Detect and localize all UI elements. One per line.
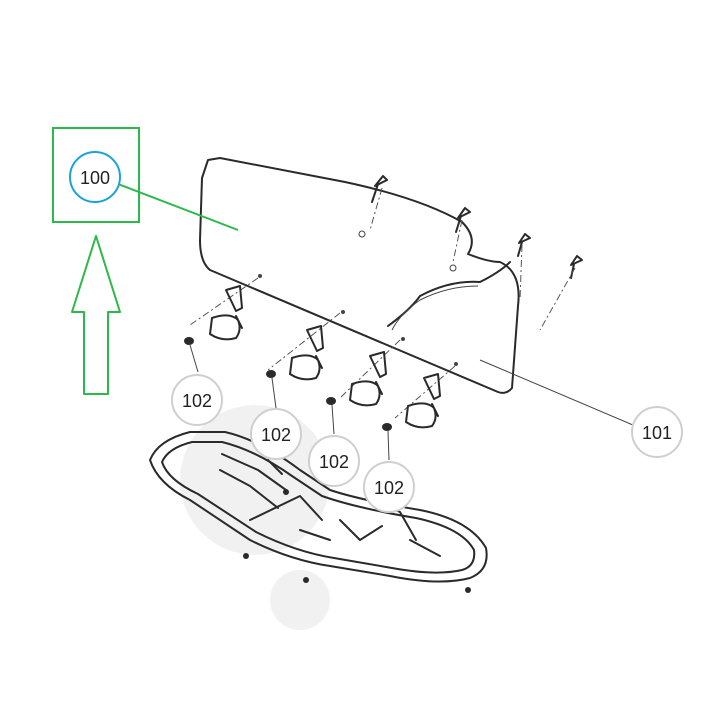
callout-102-a: 102 <box>171 374 223 426</box>
screw <box>517 233 531 257</box>
callout-102-a-label: 102 <box>182 391 212 411</box>
screw <box>570 255 583 279</box>
callout-100-label: 100 <box>80 168 110 188</box>
nut <box>326 397 336 405</box>
leader-lines <box>189 344 390 461</box>
callout-100: 100 <box>69 151 121 203</box>
hinge-4 <box>405 373 441 429</box>
nut <box>266 370 276 378</box>
callout-102-d-label: 102 <box>374 478 404 498</box>
highlight-box <box>52 127 140 223</box>
hinge-3 <box>349 351 387 407</box>
callout-102-c-label: 102 <box>319 452 349 472</box>
nut-set <box>184 337 392 431</box>
hinge-2 <box>289 325 324 381</box>
glass-lid-panel <box>199 157 520 394</box>
callout-102-c: 102 <box>308 435 360 487</box>
callout-101: 101 <box>631 406 683 458</box>
alignment-lines <box>189 187 641 429</box>
highlight-leader-line <box>117 183 239 231</box>
pan-support-grid <box>149 431 488 593</box>
nut <box>184 337 194 345</box>
callout-101-label: 101 <box>642 423 672 443</box>
callout-102-d: 102 <box>363 461 415 513</box>
hinge-1 <box>209 285 243 341</box>
screw-set <box>371 175 583 279</box>
up-arrow-icon <box>71 235 121 395</box>
screw <box>455 207 471 233</box>
nut <box>382 423 392 431</box>
callout-102-b-label: 102 <box>261 425 291 445</box>
screw <box>371 175 388 203</box>
callout-102-b: 102 <box>250 408 302 460</box>
